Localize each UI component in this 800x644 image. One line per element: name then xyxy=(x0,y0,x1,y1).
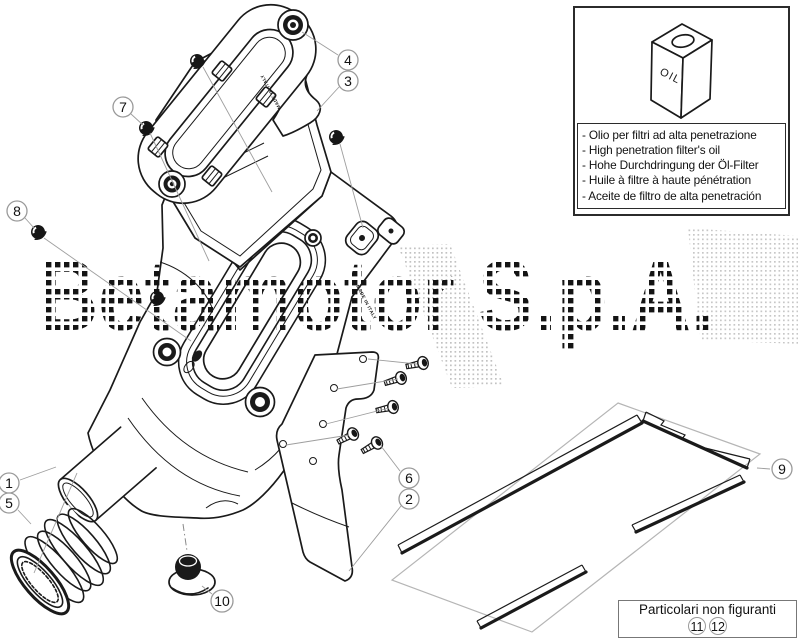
svg-text:4: 4 xyxy=(344,52,352,68)
oil-can-spout xyxy=(671,33,695,49)
svg-text:8: 8 xyxy=(13,203,21,219)
callout-3[interactable]: 3 xyxy=(337,70,359,92)
callout-layer: 1 5 7 8 4 3 6 2 9 10 xyxy=(0,31,793,613)
svg-text:3: 3 xyxy=(344,73,352,89)
svg-text:1: 1 xyxy=(5,475,13,491)
intake-boot xyxy=(9,504,121,616)
hose-clamp xyxy=(147,136,169,158)
callout-4[interactable]: 4 xyxy=(337,49,359,71)
callout-11[interactable]: 11 xyxy=(688,617,706,635)
oil-info-line: - Olio per filtri ad alta penetrazione xyxy=(582,127,757,142)
leader-line xyxy=(24,217,35,229)
oil-info-line: - Hohe Durchdringung der Öl-Filter xyxy=(582,158,759,173)
oil-info-line: - High penetration filter's oil xyxy=(582,142,720,157)
oil-info-line: - Huile à filtre à haute pénétration xyxy=(582,173,752,188)
drain-plug xyxy=(168,523,216,596)
leader-line xyxy=(201,585,213,595)
oil-info-text: - Olio per filtri ad alta penetrazione- … xyxy=(577,122,786,209)
leader-line xyxy=(316,86,340,112)
callout-6[interactable]: 6 xyxy=(398,467,420,489)
airbox-body: MADE IN ITALY xyxy=(87,171,406,520)
not-shown-title: Particolari non figuranti xyxy=(639,602,776,617)
mounting-screw xyxy=(358,434,386,458)
leader-line xyxy=(756,467,771,470)
svg-text:10: 10 xyxy=(214,593,230,609)
hose-clamp xyxy=(255,86,277,108)
flange-bolt xyxy=(325,126,347,148)
oil-can: OIL xyxy=(650,23,713,119)
made-in-italy-marking: MADE IN ITALY xyxy=(355,284,377,320)
filter-strip-notched xyxy=(641,411,751,470)
callout-1[interactable]: 1 xyxy=(0,472,20,494)
leader-line xyxy=(17,509,32,525)
filter-strips-panel xyxy=(390,402,762,633)
leader-lines xyxy=(33,66,418,574)
intake-tube xyxy=(57,426,157,523)
oil-info-box: - Olio per filtri ad alta penetrazione- … xyxy=(573,6,790,216)
bracket-eyelet-top xyxy=(277,9,309,41)
oil-info-line: - Aceite de filtro de alta penetración xyxy=(582,188,762,203)
mounting-bracket: MADE IN ITALY xyxy=(137,3,322,205)
filter-strip xyxy=(476,564,588,630)
gasket-screw-boss xyxy=(152,337,182,367)
svg-text:6: 6 xyxy=(405,470,413,486)
callout-10[interactable]: 10 xyxy=(210,589,234,613)
callout-2[interactable]: 2 xyxy=(398,488,420,510)
mount-pad xyxy=(376,217,406,245)
svg-text:9: 9 xyxy=(778,461,786,477)
svg-text:2: 2 xyxy=(405,491,413,507)
svg-text:7: 7 xyxy=(119,99,127,115)
mount-pad xyxy=(344,220,380,256)
gasket-screw-boss xyxy=(244,386,276,418)
gasket-screw-boss xyxy=(304,229,322,247)
watermark-halftone-patch xyxy=(688,228,798,344)
filter-seat-gasket xyxy=(177,216,327,406)
filter-strip xyxy=(397,414,644,555)
callout-8[interactable]: 8 xyxy=(6,200,28,222)
callout-12[interactable]: 12 xyxy=(709,617,727,635)
leader-line xyxy=(348,505,402,572)
leader-line xyxy=(130,113,144,126)
callout-7[interactable]: 7 xyxy=(112,96,134,118)
vent-slot xyxy=(183,360,195,374)
leader-line xyxy=(301,31,339,56)
bracket-eyelet-bottom xyxy=(158,170,186,198)
hose-clamp xyxy=(211,60,233,82)
callout-5[interactable]: 5 xyxy=(0,492,20,514)
mounting-screw xyxy=(404,354,431,374)
callout-9[interactable]: 9 xyxy=(771,458,793,480)
filter-strip xyxy=(631,474,746,534)
leader-line xyxy=(380,445,401,472)
hose-clamp xyxy=(201,165,223,187)
svg-text:5: 5 xyxy=(5,495,13,511)
vent-slot xyxy=(191,350,203,362)
leader-line xyxy=(19,466,57,481)
